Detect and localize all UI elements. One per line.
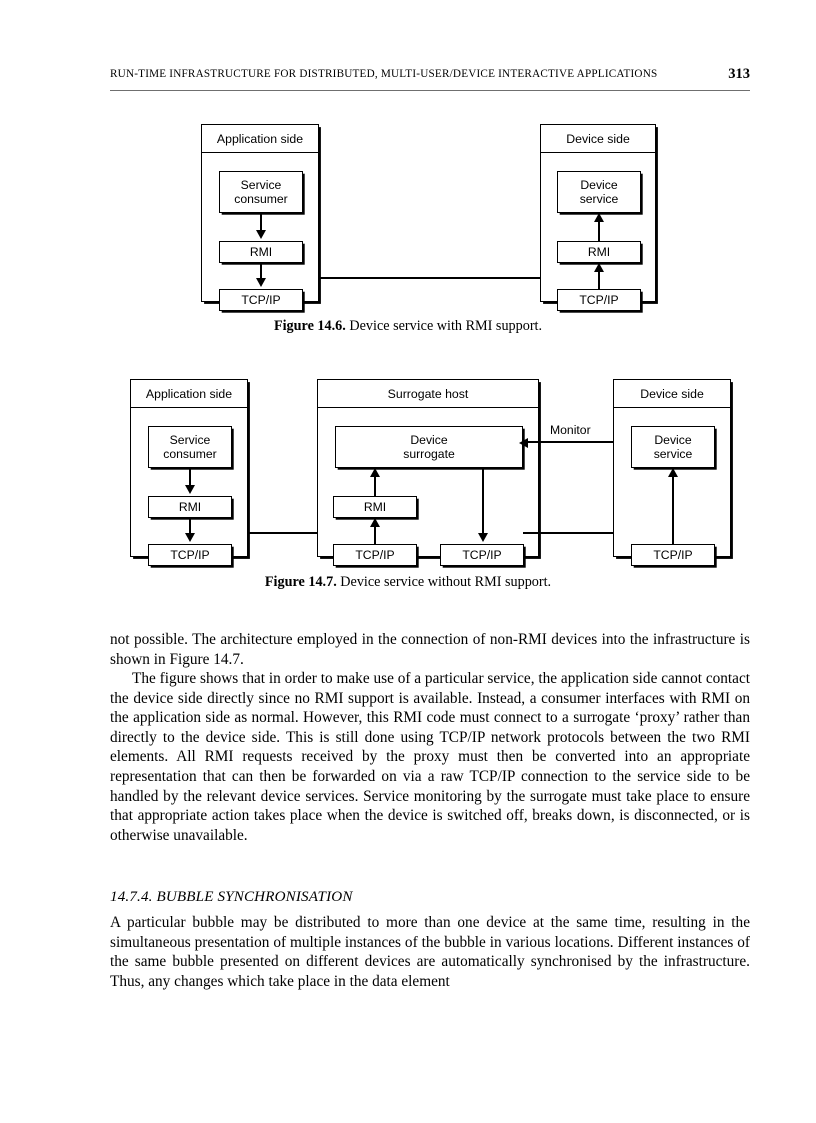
fig7-node-rmi: RMI: [333, 496, 417, 518]
fig6-app-arrow-consumer-rmi-head: [255, 230, 266, 239]
fig7-application-side-title: Application side: [131, 380, 247, 408]
fig6-dev-arrow-rmi-service-head: [593, 213, 604, 222]
fig6-app-arrow-consumer-rmi-line: [260, 213, 262, 237]
fig6-tcp-label: TCP/IP: [241, 293, 281, 307]
fig7-app-arrow-rmi-tcp-head: [184, 533, 195, 542]
paragraph-text: The figure shows that in order to make u…: [110, 670, 750, 844]
body-paragraph-2: The figure shows that in order to make u…: [110, 669, 750, 845]
fig7-service-consumer-line1: Service: [169, 433, 211, 447]
fig7-sur-arrow-tcp-rmi-head: [369, 518, 380, 527]
fig6-node-service-consumer: Service consumer: [219, 171, 303, 213]
paragraph-text: A particular bubble may be distributed t…: [110, 914, 750, 990]
fig7-app-arrow-rmi-tcp-line: [189, 518, 191, 540]
fig7-sur-arrow-tcp-rmi-line: [374, 525, 376, 544]
fig7-sur-tcp-right-label: TCP/IP: [462, 548, 502, 562]
fig6-application-side-title: Application side: [202, 125, 318, 153]
fig7-surrogate-host-title: Surrogate host: [318, 380, 538, 408]
fig7-device-surrogate-line1: Device: [410, 433, 448, 447]
fig7-sur-arrow-surrogate-tcp-head: [477, 533, 488, 542]
fig7-node-tcp-ip: TCP/IP: [148, 544, 232, 566]
fig6-app-arrow-rmi-tcp-line: [260, 263, 262, 285]
fig6-dev-arrow-rmi-service-line: [598, 220, 600, 241]
fig6-link-tcp-to-tcp: [318, 277, 552, 279]
fig6-rmi-label: RMI: [249, 245, 273, 259]
body-paragraph-3: A particular bubble may be distributed t…: [110, 913, 750, 991]
figure-14-6-caption-text: Device service with RMI support.: [349, 318, 543, 334]
fig7-service-consumer-line2: consumer: [163, 447, 217, 461]
fig7-app-tcp-label: TCP/IP: [170, 548, 210, 562]
fig7-monitor-line: [523, 441, 631, 443]
fig7-dev-arrow-tcp-service-line: [672, 475, 674, 544]
paragraph-text: not possible. The architecture employed …: [110, 631, 750, 668]
fig6-device-side-title: Device side: [541, 125, 655, 153]
fig7-sur-arrow-rmi-surrogate-line: [374, 475, 376, 496]
fig7-app-arrow-consumer-rmi-head: [184, 485, 195, 494]
fig7-link-surrogate-to-device: [523, 532, 633, 534]
fig6-node-rmi: RMI: [219, 241, 303, 263]
fig7-node-tcp-ip-right: TCP/IP: [440, 544, 524, 566]
fig6-device-service-line2: service: [579, 192, 619, 206]
fig6-node-rmi: RMI: [557, 241, 641, 263]
fig7-dev-tcp-label: TCP/IP: [653, 548, 693, 562]
fig7-dev-arrow-tcp-service-head: [667, 468, 678, 477]
fig7-sur-arrow-surrogate-tcp-line: [482, 468, 484, 536]
running-head: Run-time Infrastructure for Distributed,…: [110, 66, 750, 88]
fig7-link-app-to-surrogate: [247, 532, 334, 534]
fig7-panel-application-side: Application side Service consumer RMI TC…: [130, 379, 248, 566]
fig7-panel-surrogate-host: Surrogate host Device surrogate RMI TCP/…: [317, 379, 539, 566]
fig7-sur-tcp-left-label: TCP/IP: [355, 548, 395, 562]
header-rule: [110, 90, 750, 92]
figure-14-6-caption: Figure 14.6. Device service with RMI sup…: [0, 318, 816, 335]
fig6-app-arrow-rmi-tcp-head: [255, 278, 266, 287]
fig7-device-service-line1: Device: [654, 433, 692, 447]
fig7-node-device-service: Device service: [631, 426, 715, 468]
fig6-dev-arrow-tcp-rmi-line: [598, 270, 600, 289]
figure-14-6-caption-label: Figure 14.6.: [273, 318, 346, 334]
fig7-device-surrogate-line2: surrogate: [403, 447, 455, 461]
fig7-node-service-consumer: Service consumer: [148, 426, 232, 468]
section-heading-14-7-4: 14.7.4. BUBBLE SYNCHRONISATION: [110, 889, 750, 906]
fig7-sur-rmi-label: RMI: [363, 500, 387, 514]
fig6-node-device-service: Device service: [557, 171, 641, 213]
figure-14-7-caption: Figure 14.7. Device service without RMI …: [0, 574, 816, 591]
fig7-device-side-title: Device side: [614, 380, 730, 408]
fig7-node-tcp-ip-left: TCP/IP: [333, 544, 417, 566]
fig7-device-service-line2: service: [653, 447, 693, 461]
fig6-node-tcp-ip: TCP/IP: [557, 289, 641, 311]
running-head-title: Run-time Infrastructure for Distributed,…: [110, 68, 658, 80]
fig6-panel-application-side: Application side Service consumer RMI TC…: [201, 124, 319, 311]
fig6-panel-device-side: Device side Device service RMI TCP/IP: [540, 124, 656, 311]
fig7-node-rmi: RMI: [148, 496, 232, 518]
page-number: 313: [728, 66, 750, 82]
fig7-panel-device-side: Device side Device service TCP/IP: [613, 379, 731, 566]
body-paragraph-1: not possible. The architecture employed …: [110, 630, 750, 669]
fig6-dev-arrow-tcp-rmi-head: [593, 263, 604, 272]
fig6-service-consumer-line2: consumer: [234, 192, 288, 206]
fig6-dev-rmi-label: RMI: [587, 245, 611, 259]
fig7-app-arrow-consumer-rmi-line: [189, 468, 191, 492]
fig6-node-tcp-ip: TCP/IP: [219, 289, 303, 311]
fig7-node-tcp-ip: TCP/IP: [631, 544, 715, 566]
figure-14-7-caption-text: Device service without RMI support.: [340, 574, 552, 590]
section-heading-text: 14.7.4. BUBBLE SYNCHRONISATION: [110, 889, 353, 905]
fig6-service-consumer-line1: Service: [240, 178, 282, 192]
fig7-monitor-label: Monitor: [548, 423, 593, 437]
fig7-monitor-arrow-left-head: [519, 437, 528, 448]
fig7-sur-arrow-rmi-surrogate-head: [369, 468, 380, 477]
fig7-app-rmi-label: RMI: [178, 500, 202, 514]
figure-14-7-caption-label: Figure 14.7.: [264, 574, 337, 590]
fig6-dev-tcp-label: TCP/IP: [579, 293, 619, 307]
fig6-device-service-line1: Device: [580, 178, 618, 192]
fig7-node-device-surrogate: Device surrogate: [335, 426, 523, 468]
